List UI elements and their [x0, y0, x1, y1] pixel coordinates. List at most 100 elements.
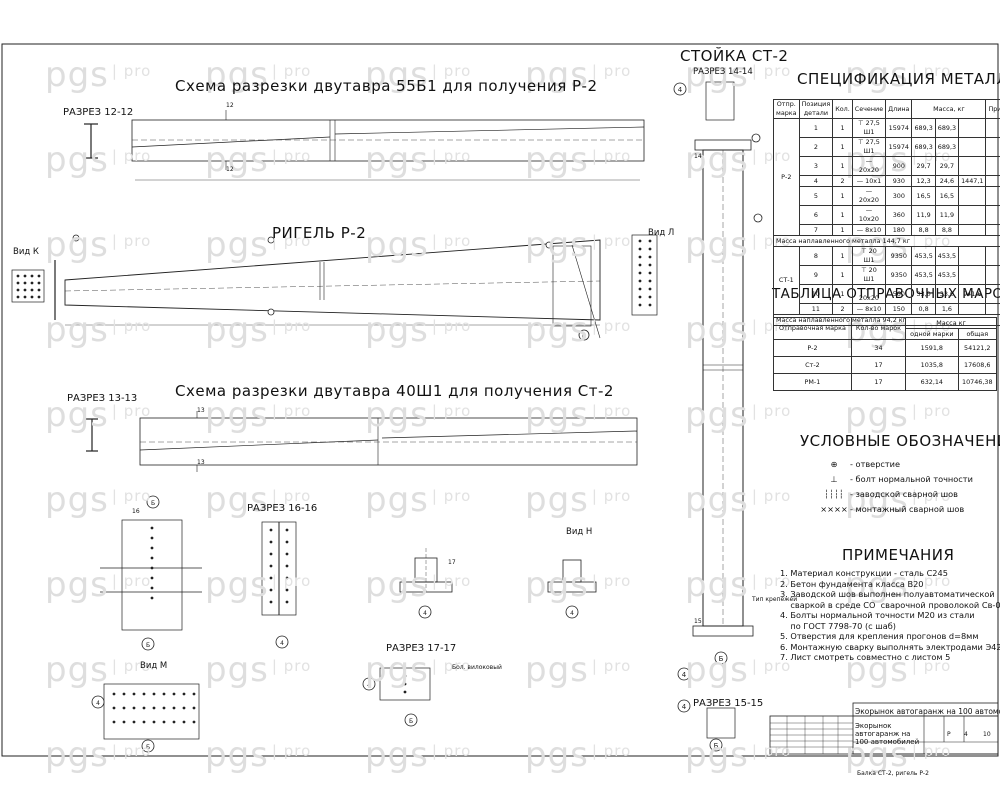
title-notes: ПРИМЕЧАНИЯ [842, 546, 955, 564]
watermark: pgs| pro [45, 480, 152, 520]
section-17-bolt [403, 690, 407, 694]
view-k-bolt [30, 274, 34, 278]
spec-cell [958, 156, 987, 176]
view-m-bolt [132, 720, 136, 724]
view-l-bolt [638, 279, 642, 283]
view-l-bolt [638, 247, 642, 251]
section-16-bolt [269, 600, 273, 604]
axis-4-label: 4 [682, 671, 687, 679]
watermark: pgs| pro [205, 140, 312, 180]
view-m-axis-b [141, 739, 155, 753]
shipping-cell: РМ-1 [773, 373, 852, 391]
site-weld-icon: ×××× [820, 504, 848, 514]
watermark: pgs| pro [205, 310, 312, 350]
spec-cell: 9 [798, 265, 834, 285]
note-item: 1. Материал конструкции - сталь С245 [780, 568, 948, 578]
shipping-cell: 34 [850, 339, 907, 357]
view-k-bolt [16, 274, 20, 278]
view-l-bolt [638, 295, 642, 299]
spec-cell: С245 [985, 175, 1000, 187]
legend-item: ┆┆┆┆- заводской сварной шов [824, 487, 973, 502]
watermark: pgs| pro [365, 480, 472, 520]
node-a-bolt [150, 566, 154, 570]
spec-cell: 2 [832, 175, 853, 187]
watermark: pgs| pro [525, 735, 632, 775]
column-cap-plate [694, 139, 752, 151]
spec-cell: 689,3 [911, 118, 936, 138]
beam-55b1-cut-line [131, 136, 331, 148]
view-m-bolt [142, 720, 146, 724]
section-16-bolt [269, 588, 273, 592]
weld-note: Бол. вилоковый [452, 664, 502, 671]
stamp-object: Экорынок автогаранж на 100 автомобилей [855, 722, 920, 746]
node-a-bolt [150, 596, 154, 600]
spec-cell: 15974 [885, 118, 913, 138]
view-k-bolt [23, 274, 27, 278]
spec-cell [958, 118, 987, 138]
view-l-bolt [648, 247, 652, 251]
spec-cell: 1 [798, 118, 834, 138]
spec-cell: 1447,1 [958, 175, 987, 187]
section-17-axis-b [404, 713, 418, 727]
section-16-bolt [285, 552, 289, 556]
spec-cell: 300 [885, 186, 913, 206]
view-k-bolt [37, 288, 41, 292]
note-item: 7. Лист смотреть совместно с листом 5 [780, 652, 951, 662]
axis-4-circle [677, 667, 691, 681]
watermark: pgs| pro [365, 310, 472, 350]
spec-cell: ⊤ 20 Ш1 [851, 265, 887, 285]
hole-icon: ⊕ [830, 459, 838, 469]
shipping-cell: 1591,8 [905, 339, 959, 357]
view-k-bolt [23, 281, 27, 285]
watermark: pgs| pro [525, 650, 632, 690]
legend-text: - монтажный сварной шов [850, 504, 965, 514]
watermark: pgs| pro [685, 55, 792, 95]
rigel-outline [64, 239, 601, 321]
spec-cell: 1 [832, 224, 853, 236]
watermark: pgs| pro [845, 480, 952, 520]
section-16-axis-label: 4 [280, 640, 284, 647]
spec-cell: — 8х10 [851, 303, 887, 315]
spec-mark-cell: СТ-1 [773, 246, 800, 315]
view-k-bolt [37, 274, 41, 278]
section-16-bolt [269, 576, 273, 580]
spec-cell: С245 [985, 137, 1000, 157]
view-m-bolt [162, 692, 166, 696]
watermark: pgs| pro [845, 565, 952, 605]
shipping-cell: Ст-2 [773, 356, 852, 374]
spec-mark-cell: Р-2 [773, 118, 800, 236]
section-16-bolt [269, 540, 273, 544]
watermark: pgs| pro [205, 395, 312, 435]
axis-4-label: 4 [682, 703, 687, 711]
spec-cell: 33,0 [911, 284, 936, 304]
view-m-bolt [112, 706, 116, 710]
view-k-bolt [23, 288, 27, 292]
axis-mark-label: Б [582, 333, 586, 340]
section-17-axis-b-label: Б [409, 718, 413, 725]
label-view-k: Вид К [13, 247, 39, 257]
spec-header-cell: Отпр. марка [773, 99, 800, 119]
spec-weld-row: Масса наплавленного металла 144,7 кг [772, 235, 1000, 247]
watermark: pgs| pro [365, 140, 472, 180]
view-m-bolt [172, 706, 176, 710]
watermark: pgs| pro [45, 310, 152, 350]
spec-cell: 9350 [885, 265, 913, 285]
spec-cell: 900 [885, 156, 913, 176]
watermark: pgs| pro [525, 55, 632, 95]
spec-cell: 1 [832, 118, 853, 138]
spec-cell: 1 [832, 186, 853, 206]
title-rigel: РИГЕЛЬ Р-2 [272, 224, 367, 242]
section-16-bolt [269, 552, 273, 556]
spec-cell: — 10х1 [851, 175, 887, 187]
spec-cell: ⊤ 27,5 Ш1 [851, 137, 887, 157]
spec-cell: 1 [832, 205, 853, 225]
watermark: pgs| pro [525, 140, 632, 180]
section-17-axis-label: 4 [367, 682, 371, 689]
spec-cell: 689,3 [934, 137, 960, 157]
legend-list: ⊕- отверстие⊥- болт нормальной точности┆… [820, 457, 973, 517]
shop-weld-icon: ┆┆┆┆ [824, 489, 844, 499]
view-m-bolt [122, 720, 126, 724]
